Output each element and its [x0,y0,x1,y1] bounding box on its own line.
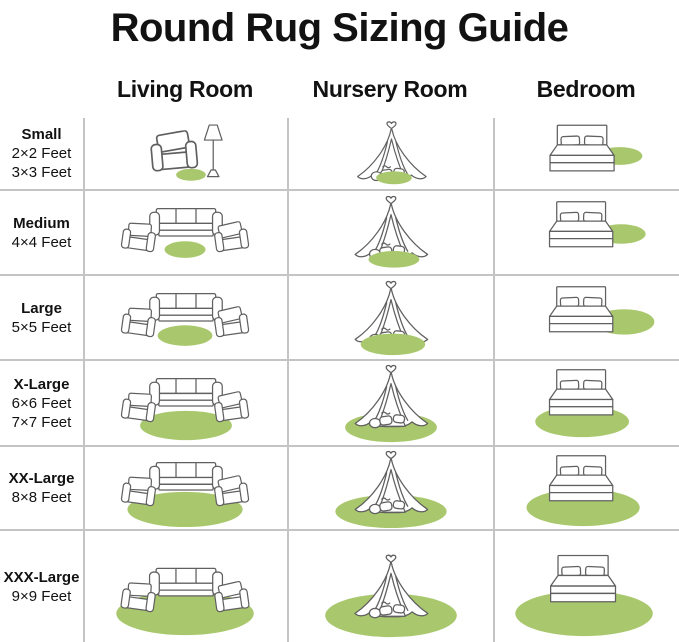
nursery-room-small-illustration [357,121,427,185]
living-room-xx-large-illustration [120,461,250,528]
round-rug [140,410,232,441]
page-title: Round Rug Sizing Guide [110,5,569,50]
grid-row-small: Small 2×2 Feet 3×3 Feet [0,118,679,189]
nursery-room-medium-illustration [354,195,429,268]
nursery-room-x-large-cell [287,361,493,445]
row-label-x-large: X-Large 6×6 Feet 7×7 Feet [0,361,83,445]
nursery-room-large-illustration [354,280,429,356]
living-room-xxx-large-illustration [116,567,254,636]
sofa-sketch [149,207,223,237]
living-room-small-cell [83,118,287,189]
bedroom-large-illustration [548,286,655,335]
row-label-medium: Medium 4×4 Feet [0,191,83,274]
nursery-room-xx-large-illustration [335,450,447,529]
sofa-sketch [149,292,223,322]
round-rug [164,241,206,258]
round-rug [157,325,213,346]
grid-row-xx-large: XX-Large 8×8 Feet [0,445,679,529]
round-rug [376,171,412,185]
bedroom-large-cell [493,276,679,359]
armchair-sketch [149,129,199,172]
size-name: XXX-Large [3,568,80,586]
bedroom-xxx-large-cell [493,531,679,642]
floor-lamp-sketch [203,124,223,178]
nursery-room-small-cell [287,118,493,189]
row-label-small: Small 2×2 Feet 3×3 Feet [0,118,83,189]
nursery-room-xxx-large-cell [287,531,493,642]
sizing-grid: Small 2×2 Feet 3×3 Feet [0,118,679,642]
size-dimension: 4×4 Feet [11,233,72,251]
nursery-room-xx-large-cell [287,447,493,529]
round-rug [176,168,206,181]
canopy-tent-sketch [354,195,429,260]
living-room-medium-cell [83,191,287,274]
size-dimension: 7×7 Feet [11,413,72,431]
size-dimension: 8×8 Feet [11,489,72,506]
bedroom-xx-large-illustration [526,455,640,527]
bedroom-x-large-illustration [535,369,629,438]
armchair-sketch [120,305,158,338]
canopy-tent-sketch [354,554,429,619]
row-label-xx-large: XX-Large 8×8 Feet [0,447,83,529]
living-room-x-large-illustration [120,377,250,441]
living-room-xxx-large-cell [83,531,287,642]
bed-sketch [548,201,614,248]
size-dimension: 2×2 Feet [11,145,72,162]
nursery-room-large-cell [287,276,493,359]
living-room-small-illustration [149,124,223,181]
bedroom-small-illustration [549,124,643,172]
grid-row-x-large: X-Large 6×6 Feet 7×7 Feet [0,359,679,445]
column-header-nursery-room: Nursery Room [312,75,468,102]
sofa-sketch [148,567,224,597]
armchair-sketch [120,390,158,423]
size-dimension: 6×6 Feet [11,394,72,412]
bedroom-xx-large-cell [493,447,679,529]
size-dimension: 9×9 Feet [11,587,72,605]
round-rug [515,590,653,637]
living-room-medium-illustration [120,207,250,258]
size-name: Medium [13,214,70,232]
armchair-sketch [120,220,158,253]
armchair-sketch [120,579,158,613]
bedroom-medium-cell [493,191,679,274]
bedroom-medium-illustration [548,201,646,248]
round-rug [368,251,420,268]
bed-sketch [549,124,615,172]
bedroom-x-large-cell [493,361,679,445]
bed-sketch [548,369,614,416]
grid-row-medium: Medium 4×4 Feet [0,189,679,274]
armchair-sketch [120,474,158,507]
sofa-sketch [149,377,223,407]
canopy-tent-sketch [354,450,429,515]
size-name: Large [21,299,62,317]
size-dimension: 5×5 Feet [11,318,72,336]
living-room-x-large-cell [83,361,287,445]
column-header-living-room: Living Room [117,75,253,102]
bed-sketch [548,455,614,502]
size-dimension: 3×3 Feet [11,164,72,181]
bedroom-small-cell [493,118,679,189]
row-label-xxx-large: XXX-Large 9×9 Feet [0,531,83,642]
nursery-room-xxx-large-illustration [325,554,457,638]
size-name: XX-Large [8,470,75,487]
round-rug [127,491,243,528]
bedroom-xxx-large-illustration [515,554,653,637]
sofa-sketch [149,461,223,491]
grid-row-xxx-large: XXX-Large 9×9 Feet [0,529,679,642]
bed-sketch [548,286,614,333]
nursery-room-x-large-illustration [345,364,437,443]
nursery-room-medium-cell [287,191,493,274]
living-room-xx-large-cell [83,447,287,529]
column-headers: Living Room Nursery Room Bedroom [0,56,679,118]
living-room-large-illustration [120,292,250,346]
size-name: X-Large [13,375,70,393]
living-room-large-cell [83,276,287,359]
size-name: Small [21,126,62,143]
round-rug [360,333,426,356]
row-label-large: Large 5×5 Feet [0,276,83,359]
canopy-tent-sketch [354,364,429,429]
grid-row-large: Large 5×5 Feet [0,274,679,359]
column-header-bedroom: Bedroom [536,75,636,102]
bed-sketch [549,554,617,603]
